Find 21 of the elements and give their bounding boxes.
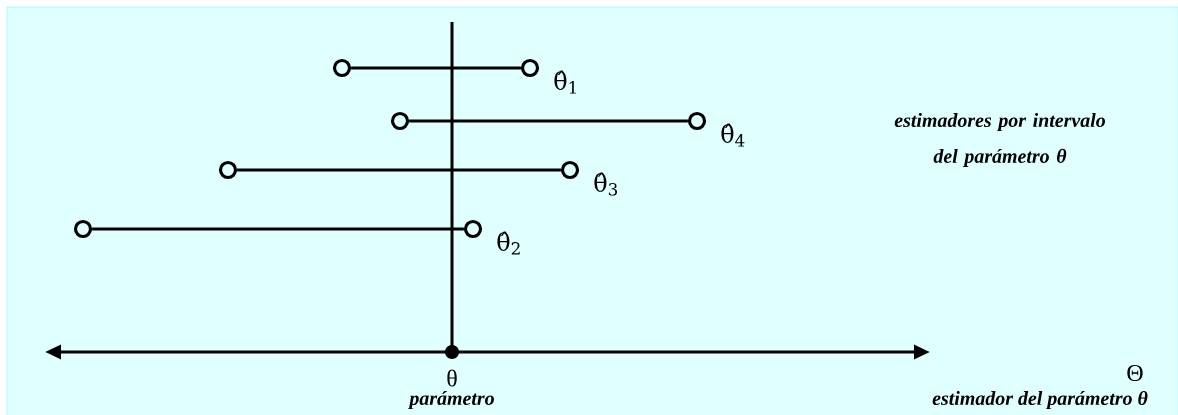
symbol-label: θ	[447, 369, 457, 387]
interval-line	[409, 119, 688, 123]
estimator-symbol: θ̂$_{3}$	[594, 172, 618, 196]
interval-line	[237, 168, 561, 172]
endpoint-circle	[218, 160, 238, 180]
estimator-symbol: θ̂$_{2}$	[497, 231, 520, 255]
endpoint-circle	[463, 219, 483, 239]
interval-line	[92, 227, 464, 231]
endpoint-circle	[520, 58, 540, 78]
annotation-text: estimadores por intervalo del parámetro θ	[894, 113, 1106, 167]
interval-line	[351, 66, 521, 70]
endpoint-circle	[390, 111, 410, 131]
endpoint-circle	[332, 58, 352, 78]
endpoint-circle	[687, 111, 707, 131]
estimator-symbol: θ̂$_{1}$	[554, 70, 576, 94]
annotation-text: estimador del parámetro θ	[932, 390, 1148, 410]
endpoint-circle	[560, 160, 580, 180]
endpoint-circle	[73, 219, 93, 239]
annotation-text: parámetro	[407, 390, 494, 410]
symbol-label: Θ	[1127, 365, 1143, 382]
estimator-symbol: θ̂$_{4}$	[721, 123, 745, 147]
